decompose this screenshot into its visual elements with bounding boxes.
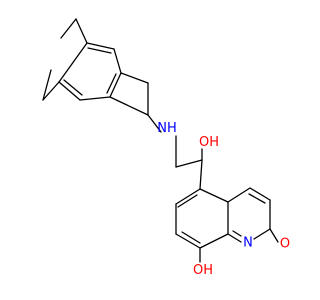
bond bbox=[106, 73, 117, 94]
phenol-hydrogen: H bbox=[203, 263, 213, 278]
atom-label-side-oh: OH bbox=[199, 135, 219, 150]
bond bbox=[113, 48, 122, 74]
bond bbox=[227, 233, 242, 243]
bond bbox=[175, 159, 203, 168]
bond bbox=[109, 72, 122, 98]
atom-label-nh: NH bbox=[157, 121, 177, 136]
bond bbox=[79, 96, 111, 101]
atom-labels: NH OH N O OH bbox=[157, 121, 290, 278]
bond bbox=[86, 42, 115, 50]
molecule-structure: NH OH N O OH bbox=[42, 18, 290, 278]
atom-label-carbonyl-o: O bbox=[280, 237, 290, 252]
hydroxyl-hydrogen: H bbox=[209, 135, 219, 150]
bond bbox=[175, 233, 201, 249]
bond bbox=[269, 228, 279, 243]
amine-hydrogen: H bbox=[167, 121, 177, 136]
bond bbox=[58, 81, 81, 101]
bond bbox=[177, 194, 198, 208]
amine-nitrogen: N bbox=[157, 121, 167, 136]
bond bbox=[109, 96, 149, 116]
bond bbox=[181, 231, 201, 244]
bond bbox=[87, 47, 112, 54]
bond bbox=[75, 18, 88, 44]
bond bbox=[199, 159, 203, 190]
bond bbox=[60, 18, 77, 39]
bond bbox=[63, 79, 83, 96]
atom-label-ring-n: N bbox=[243, 236, 253, 251]
bond bbox=[42, 81, 60, 101]
bond bbox=[58, 42, 88, 83]
bond bbox=[175, 188, 201, 205]
bond bbox=[199, 188, 229, 203]
bond bbox=[42, 69, 52, 101]
bond bbox=[248, 193, 266, 204]
bond bbox=[249, 187, 271, 201]
atom-label-phenol-oh: OH bbox=[193, 263, 213, 278]
bond bbox=[120, 72, 149, 84]
bond bbox=[227, 187, 251, 203]
bond bbox=[253, 228, 271, 240]
bond bbox=[232, 230, 242, 237]
phenol-oxygen: O bbox=[193, 263, 203, 278]
bond bbox=[199, 233, 229, 249]
hydroxyl-oxygen: O bbox=[199, 135, 209, 150]
bonds bbox=[42, 18, 279, 263]
bond bbox=[147, 114, 162, 133]
